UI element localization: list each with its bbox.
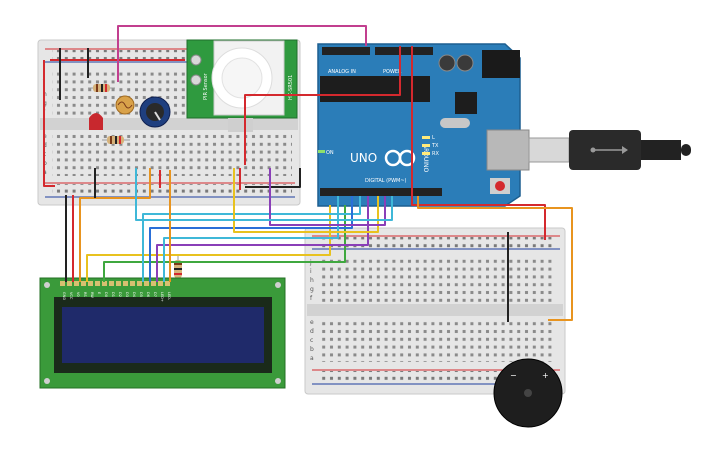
lcd-pin-label: D0 <box>104 292 108 297</box>
svg-text:b: b <box>310 346 314 353</box>
svg-text:h: h <box>310 277 314 284</box>
wire-red-rail-bottom <box>411 46 546 240</box>
lcd-pin <box>116 281 121 286</box>
breadboard-bottom-row-labels: j i h g f e d c b a <box>309 259 314 362</box>
usb-symbol-icon <box>590 146 628 154</box>
resistor-top-2 <box>102 136 130 144</box>
lcd-pin <box>130 281 135 286</box>
lcd-pin <box>74 281 79 286</box>
svg-text:f: f <box>310 295 313 302</box>
lcd-pin <box>102 281 107 286</box>
lcd-pin-label: V0 <box>76 292 80 297</box>
lcd-pin-label: GND <box>62 292 66 300</box>
wire-yellow-top <box>233 168 379 233</box>
lcd-pin <box>137 281 142 286</box>
usb-cable <box>528 130 691 170</box>
piezo-buzzer: − + <box>493 358 563 428</box>
rx-label: RX <box>432 151 439 157</box>
breadboard-bottom: j i h g f e d c b a <box>304 227 566 395</box>
lcd-pin-label: D1 <box>111 292 115 297</box>
lcd-pin-label: D3 <box>125 292 129 297</box>
wire-green-lcd <box>103 205 346 282</box>
wire-orange-buzzer <box>417 196 573 321</box>
power-label: POWER <box>383 69 402 75</box>
arduino-model-label: ARDUINO <box>422 144 429 173</box>
on-label: ON <box>326 150 334 156</box>
wire-cyan-lcd <box>142 196 361 282</box>
wire-purple-top <box>269 168 386 226</box>
svg-text:c: c <box>310 337 313 344</box>
wire-cyan-2-lcd <box>163 196 339 282</box>
wires <box>43 25 573 322</box>
lcd-pin <box>144 281 149 286</box>
wire-red-5v <box>244 46 401 165</box>
buzzer-plus-label: + <box>542 371 549 380</box>
l-label: L <box>432 135 435 141</box>
analog-in-label: ANALOG IN <box>328 69 356 75</box>
lcd-pin <box>88 281 93 286</box>
lcd-pin-label: LED- <box>167 292 171 301</box>
lcd-pin <box>158 281 163 286</box>
pir-sensor: PIR Sensor HC-SR501 <box>186 39 298 132</box>
potentiometer <box>139 96 171 128</box>
buzzer-minus-label: − <box>510 371 517 380</box>
lcd-pin-label: RW <box>90 292 94 298</box>
svg-text:g: g <box>310 286 314 293</box>
lcd-pin-label: VCC <box>69 292 73 300</box>
wire-cyan-top <box>135 168 393 221</box>
lcd-pin-label: D5 <box>139 292 143 297</box>
photoresistor <box>115 95 135 115</box>
lcd-pin-label: D2 <box>118 292 122 297</box>
digital-label: DIGITAL (PWM~) <box>365 178 407 184</box>
tx-label: TX <box>431 143 439 149</box>
svg-text:i: i <box>310 268 312 275</box>
wire-blue-lcd <box>149 196 353 282</box>
wire-magenta-pir <box>117 25 367 82</box>
wire-orange-lcd <box>79 168 151 282</box>
lcd-pin-label: LED+ <box>160 292 164 302</box>
svg-text:e: e <box>310 319 314 326</box>
arduino-brand-label: UNO <box>350 151 377 165</box>
lcd-pin-label: D6 <box>146 292 150 297</box>
arduino-uno-board: UNO ARDUINO ANALOG IN POWER DIGITAL (PWM… <box>317 43 530 207</box>
lcd-pin <box>81 281 86 286</box>
svg-text:a: a <box>310 355 314 362</box>
lcd-pin <box>95 281 100 286</box>
lcd-pin <box>123 281 128 286</box>
lcd-pin-label: D7 <box>153 292 157 297</box>
lcd-pin-label: RS <box>83 292 87 297</box>
resistor-top-1 <box>88 84 115 92</box>
led-red <box>89 113 103 130</box>
lcd-pin <box>60 281 65 286</box>
wire-black-gnd <box>245 168 301 188</box>
wire-red-top-left <box>43 60 55 187</box>
pir-label-left: PIR Sensor <box>203 72 209 100</box>
lcd-pin-label: E <box>97 292 101 294</box>
lcd-pin <box>67 281 72 286</box>
lcd-pin <box>165 281 170 286</box>
svg-text:d: d <box>310 328 314 335</box>
lcd-pin-label: D4 <box>132 292 136 298</box>
resistor-lcd <box>174 255 182 290</box>
pir-label-right: HC-SR501 <box>288 75 294 100</box>
arduino-logo-icon <box>384 149 416 167</box>
lcd-pin <box>109 281 114 286</box>
lcd-pin <box>151 281 156 286</box>
wire-yellow-lcd <box>86 205 331 282</box>
